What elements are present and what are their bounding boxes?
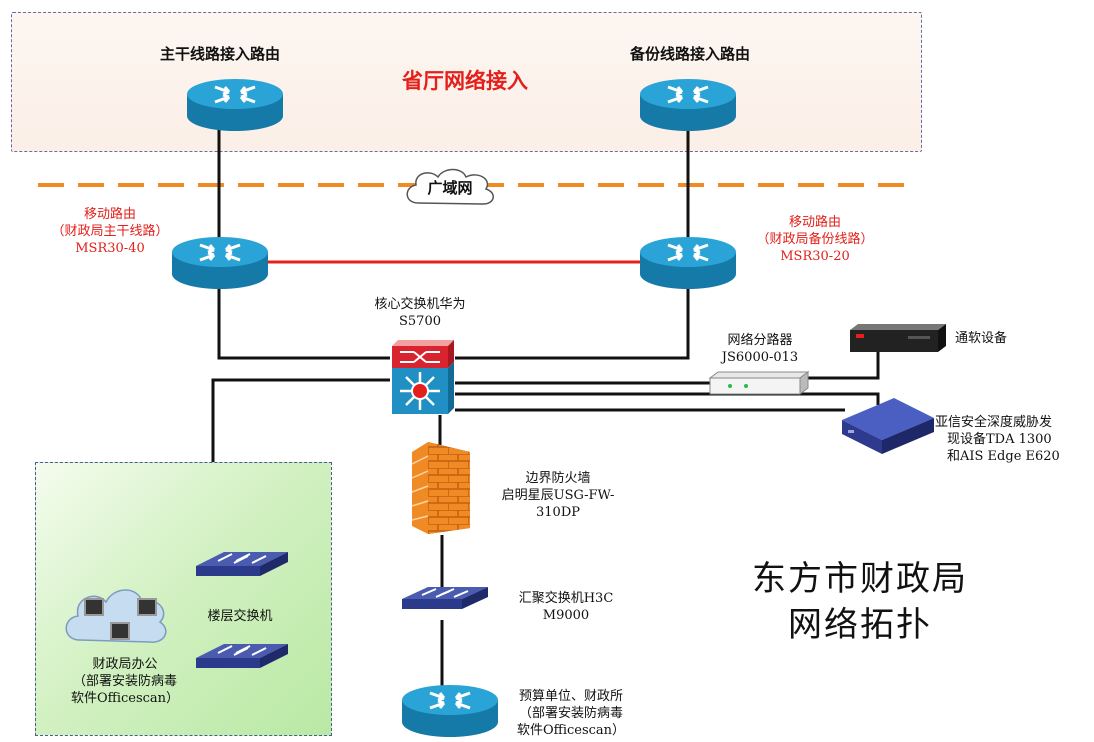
core-switch-label: 核心交换机华为 S5700 bbox=[345, 296, 495, 330]
core-switch-name: 核心交换机华为 bbox=[374, 297, 466, 312]
floor-switch-icon-1 bbox=[194, 548, 290, 588]
office-cloud-icon bbox=[60, 580, 170, 652]
pc-icon-1 bbox=[84, 598, 104, 616]
link-splitter-tongruan bbox=[808, 350, 880, 380]
mobile-router-backup-line2: （财政局备份线路） bbox=[756, 232, 874, 247]
mobile-router-main-line2: （财政局主干线路） bbox=[51, 224, 169, 239]
mobile-router-backup-model: MSR30-20 bbox=[780, 249, 850, 264]
splitter-icon bbox=[708, 370, 810, 396]
tongruan-appliance-icon bbox=[848, 322, 948, 354]
link-backup-core bbox=[455, 285, 690, 360]
firewall-model-1: 启明星辰USG-FW- bbox=[501, 488, 615, 503]
sangfor-appliance-icon bbox=[838, 396, 936, 458]
aggregation-switch-icon bbox=[400, 585, 490, 621]
splitter-name: 网络分路器 bbox=[727, 333, 793, 348]
sangfor-line2: 现设备TDA 1300 bbox=[947, 432, 1052, 447]
diagram-title: 东方市财政局 网络拓扑 bbox=[725, 556, 995, 648]
wan-label: 广域网 bbox=[427, 179, 473, 197]
backup-access-router-icon bbox=[638, 78, 738, 132]
mobile-router-main-model: MSR30-40 bbox=[75, 241, 145, 256]
firewall-model-2: 310DP bbox=[536, 505, 580, 520]
office-name: 财政局办公 bbox=[92, 657, 158, 672]
mobile-router-main-icon bbox=[170, 236, 270, 290]
core-switch-model: S5700 bbox=[399, 314, 441, 329]
firewall-label: 边界防火墙 启明星辰USG-FW- 310DP bbox=[478, 470, 638, 521]
pc-icon-3 bbox=[110, 622, 130, 640]
sangfor-line1: 亚信安全深度威胁发 bbox=[935, 415, 1053, 430]
diagram-title-line1: 东方市财政局 bbox=[752, 559, 968, 599]
core-switch-icon bbox=[388, 338, 456, 418]
budget-units-label: 预算单位、财政所 （部署安装防病毒 软件Officescan） bbox=[496, 688, 646, 739]
mobile-router-backup-line1: 移动路由 bbox=[788, 215, 841, 230]
splitter-label: 网络分路器 JS6000-013 bbox=[695, 332, 825, 366]
budget-router-icon bbox=[400, 684, 500, 738]
mobile-router-backup-label: 移动路由 （财政局备份线路） MSR30-20 bbox=[735, 214, 895, 265]
backup-access-router-label: 备份线路接入路由 bbox=[629, 45, 750, 63]
mobile-router-backup-icon bbox=[638, 236, 738, 290]
province-access-title: 省厅网络接入 bbox=[402, 68, 528, 93]
splitter-model: JS6000-013 bbox=[721, 350, 799, 365]
province-zone bbox=[11, 12, 922, 152]
diagram-title-line2: 网络拓扑 bbox=[788, 605, 932, 645]
budget-units-note-1: （部署安装防病毒 bbox=[518, 706, 623, 721]
link-core-office bbox=[211, 378, 390, 462]
mobile-router-main-line1: 移动路由 bbox=[83, 207, 136, 222]
link-main-core bbox=[217, 285, 390, 360]
budget-units-name: 预算单位、财政所 bbox=[518, 689, 623, 704]
aggregation-switch-label: 汇聚交换机H3C M9000 bbox=[496, 590, 636, 624]
floor-switch-icon-2 bbox=[194, 640, 290, 680]
office-label: 财政局办公 （部署安装防病毒 软件Officescan） bbox=[45, 656, 205, 707]
pc-icon-2 bbox=[137, 598, 157, 616]
tongruan-label: 通软设备 bbox=[955, 331, 1008, 346]
link-core-sangfor bbox=[455, 392, 880, 405]
mobile-router-main-label: 移动路由 （财政局主干线路） MSR30-40 bbox=[30, 206, 190, 257]
budget-units-note-2: 软件Officescan） bbox=[516, 723, 626, 738]
wan-cloud-icon bbox=[400, 165, 500, 211]
floor-switch-label: 楼层交换机 bbox=[207, 609, 273, 624]
aggregation-switch-name: 汇聚交换机H3C bbox=[518, 591, 614, 606]
office-note-1: （部署安装防病毒 bbox=[72, 674, 177, 689]
office-note-2: 软件Officescan） bbox=[70, 691, 180, 706]
sangfor-label: 亚信安全深度威胁发 现设备TDA 1300 和AIS Edge E620 bbox=[935, 414, 1085, 465]
sangfor-line3: 和AIS Edge E620 bbox=[947, 449, 1060, 464]
main-access-router-label: 主干线路接入路由 bbox=[159, 45, 280, 63]
main-access-router-icon bbox=[185, 78, 285, 132]
firewall-name: 边界防火墙 bbox=[525, 471, 591, 486]
aggregation-switch-model: M9000 bbox=[542, 608, 590, 623]
firewall-icon bbox=[408, 440, 474, 536]
